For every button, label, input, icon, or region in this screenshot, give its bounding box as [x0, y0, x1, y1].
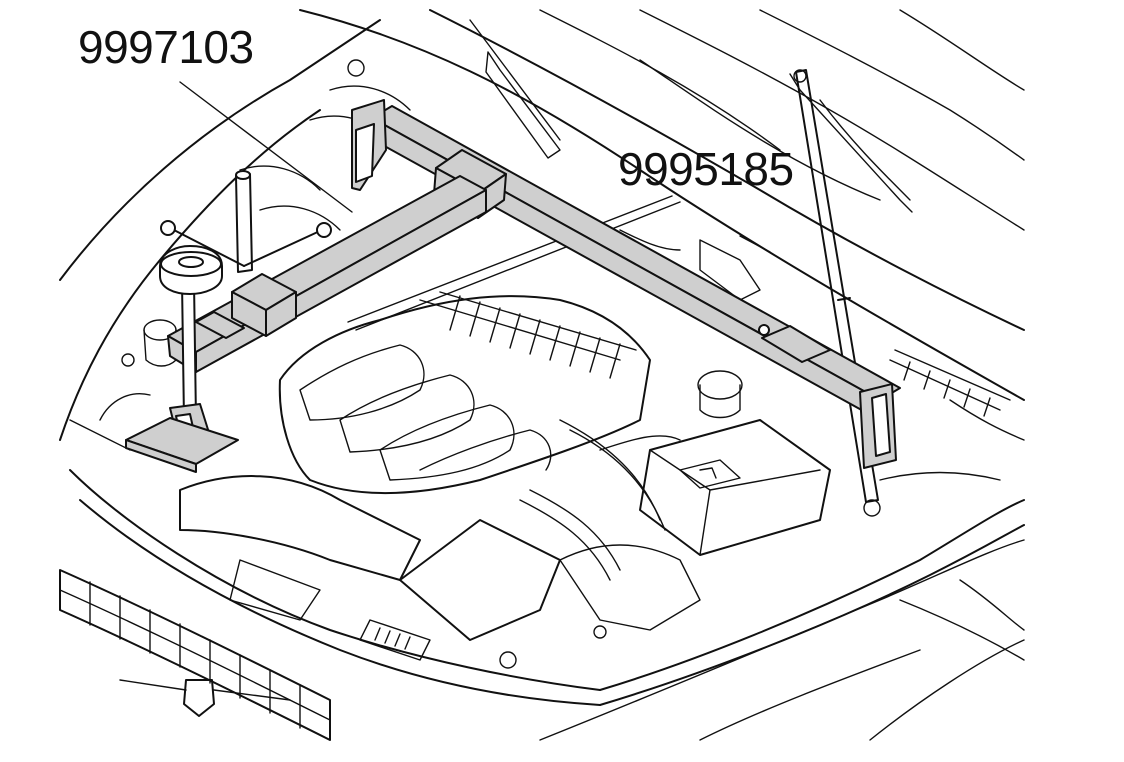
lifting-crossbar-tool — [125, 170, 487, 473]
fuse-box — [639, 419, 831, 556]
leader-line-b — [347, 195, 673, 323]
reservoirs-and-hoses — [143, 229, 1025, 581]
leader-lines — [179, 81, 681, 331]
hood — [299, 9, 1025, 401]
front-panels — [179, 475, 701, 669]
tool-label-9995185: 9995185 — [618, 143, 794, 195]
tool-label-9997103: 9997103 — [78, 21, 254, 73]
engine-intake — [278, 291, 651, 495]
leader-line-a — [179, 81, 353, 213]
front-grille — [59, 569, 331, 741]
car-body — [59, 19, 1025, 741]
support-beam-tool — [351, 99, 901, 469]
